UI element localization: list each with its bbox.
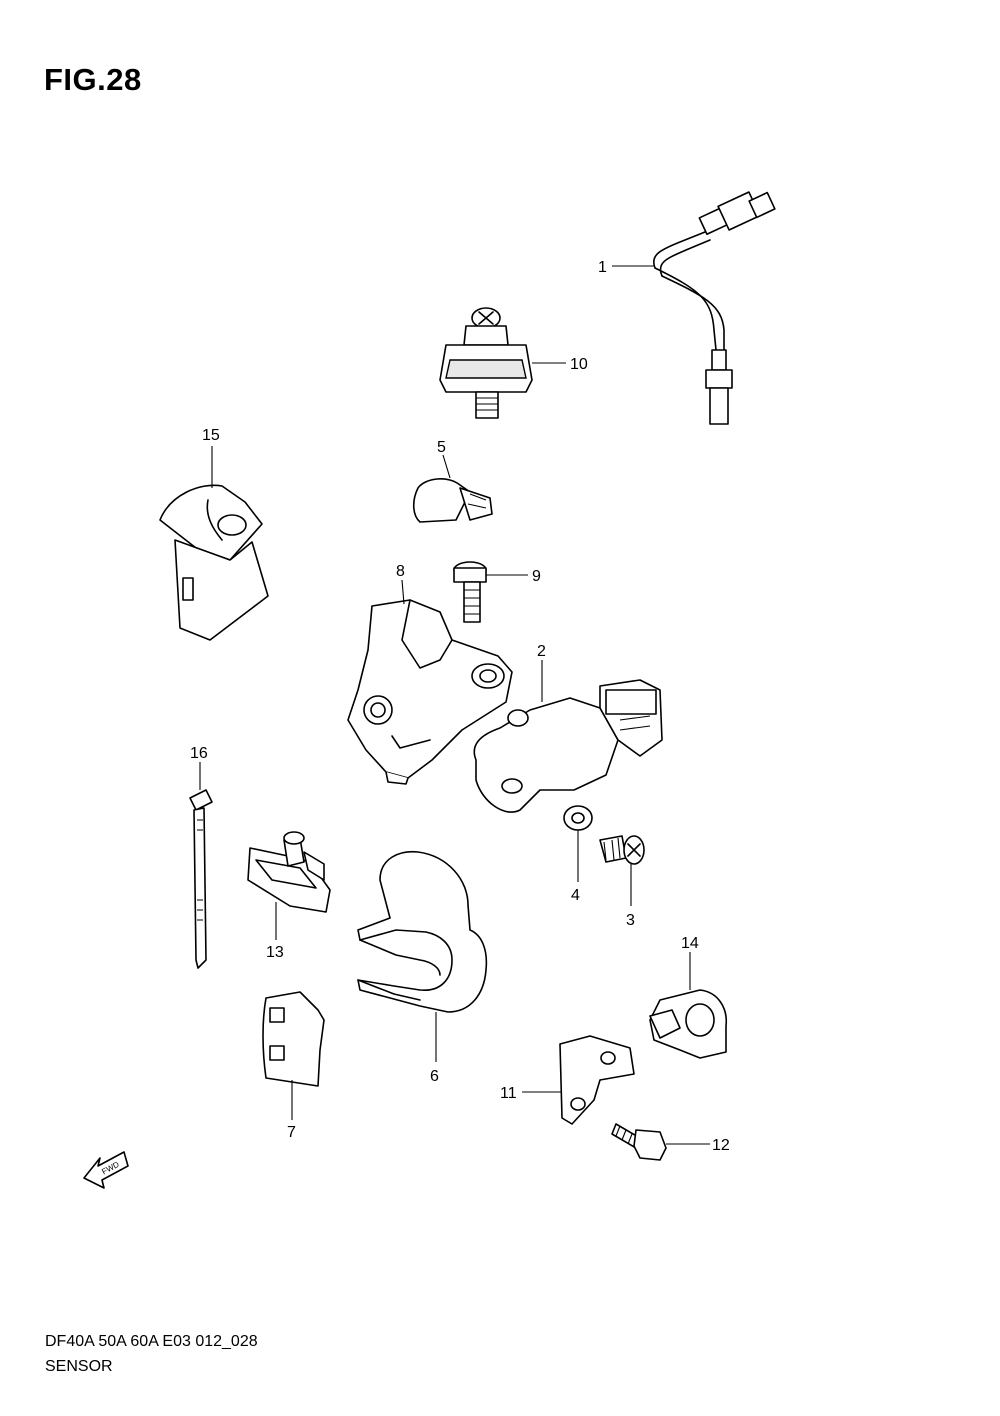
part-6-clamp[interactable] xyxy=(357,850,488,1013)
part-9-bolt[interactable] xyxy=(453,561,487,623)
part-13-clip[interactable] xyxy=(247,831,331,913)
part-15-cover[interactable] xyxy=(159,484,269,641)
part-8-bracket[interactable] xyxy=(347,599,513,785)
callout-14: 14 xyxy=(681,935,699,952)
callout-6: 6 xyxy=(430,1068,439,1085)
callout-8: 8 xyxy=(396,563,405,580)
fwd-arrow-icon: FWD xyxy=(83,1151,129,1189)
callout-12: 12 xyxy=(712,1137,730,1154)
callout-5: 5 xyxy=(437,439,446,456)
part-5-cap[interactable] xyxy=(412,478,493,523)
callout-16: 16 xyxy=(190,745,208,762)
part-1-sensor-lead[interactable] xyxy=(653,191,776,425)
callout-1: 1 xyxy=(598,259,607,276)
callout-13: 13 xyxy=(266,944,284,961)
part-2-sensor[interactable] xyxy=(473,679,663,813)
callout-9: 9 xyxy=(532,568,541,585)
part-12-bolt[interactable] xyxy=(611,1123,667,1161)
section-name: SENSOR xyxy=(45,1358,113,1375)
callout-10: 10 xyxy=(570,356,588,373)
part-14-clamp[interactable] xyxy=(649,989,727,1059)
part-7-holder[interactable] xyxy=(262,991,325,1087)
callout-3: 3 xyxy=(626,912,635,929)
callout-15: 15 xyxy=(202,427,220,444)
figure-title: FIG.28 xyxy=(44,62,142,97)
part-11-bracket[interactable] xyxy=(559,1035,635,1125)
callout-4: 4 xyxy=(571,887,580,904)
part-10-pressure-switch[interactable] xyxy=(439,307,533,419)
callout-7: 7 xyxy=(287,1124,296,1141)
part-4-washer[interactable] xyxy=(563,805,593,831)
part-3-screw[interactable] xyxy=(599,835,645,865)
callout-11: 11 xyxy=(500,1085,517,1102)
part-16-cable-tie[interactable] xyxy=(189,789,213,969)
model-code: DF40A 50A 60A E03 012_028 xyxy=(45,1333,258,1350)
callout-2: 2 xyxy=(537,643,546,660)
